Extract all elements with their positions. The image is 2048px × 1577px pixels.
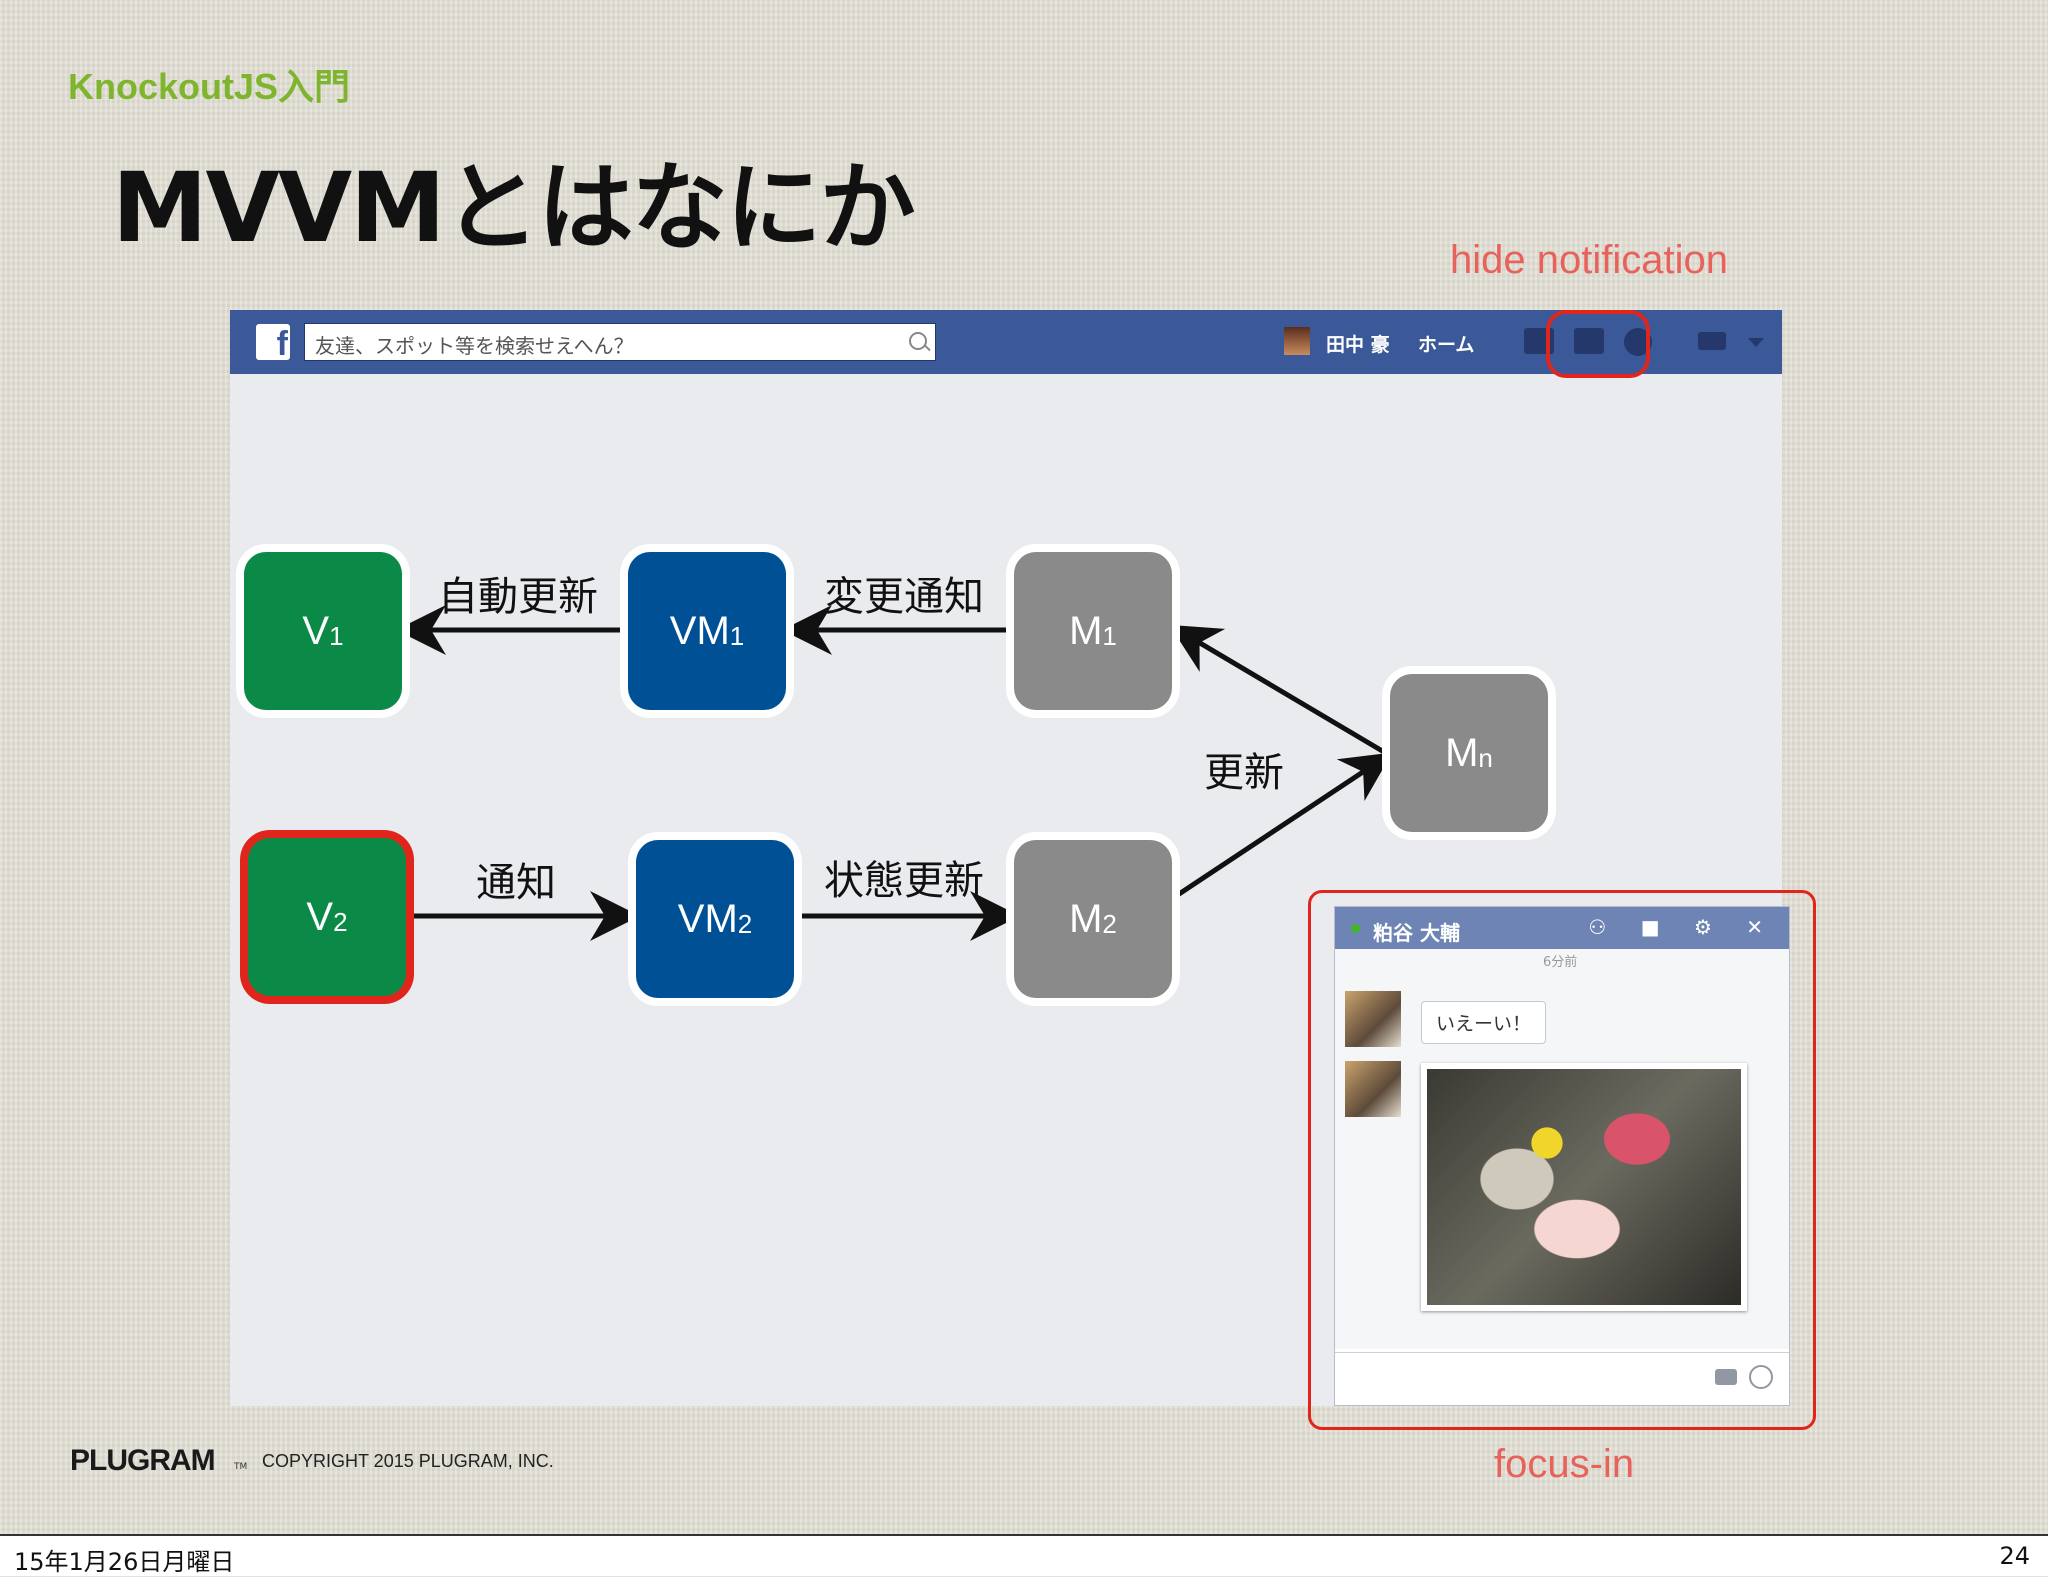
annotation-hide-notification: hide notification — [1450, 238, 1728, 282]
date-label: 15年1月26日月曜日 — [14, 1548, 235, 1576]
box-label: V — [306, 894, 334, 939]
box-label: M — [1069, 608, 1103, 653]
search-placeholder: 友達、スポット等を検索せえへん？ — [315, 334, 634, 358]
arrow-mn-to-m1 — [1169, 624, 1386, 755]
footer-logo: PLUGRAM — [70, 1444, 216, 1477]
box-subscript: n — [1478, 742, 1493, 773]
privacy-icon[interactable] — [1698, 332, 1726, 350]
box-subscript: 1 — [329, 620, 344, 651]
box-label: M — [1445, 730, 1479, 775]
chat-toolbar-icons[interactable]: ⚇ ■ ⚙ ✕ — [1588, 915, 1777, 939]
home-link[interactable]: ホーム — [1418, 334, 1475, 356]
search-input[interactable]: 友達、スポット等を検索せえへん？ — [304, 323, 936, 361]
caret-down-icon[interactable] — [1748, 338, 1764, 347]
box-label: VM — [669, 608, 730, 653]
avatar[interactable] — [1345, 1061, 1401, 1117]
shared-photo-image[interactable] — [1421, 1063, 1747, 1311]
annotation-focus-in: focus-in — [1494, 1442, 1635, 1486]
label-auto-update: 自動更新 — [438, 574, 598, 620]
box-label: M — [1069, 896, 1103, 941]
footer-copyright: COPYRIGHT 2015 PLUGRAM, INC. — [262, 1451, 554, 1471]
box-subscript: 2 — [333, 906, 348, 937]
profile-link[interactable]: 田中 豪 — [1326, 334, 1390, 356]
footer-trademark: TM — [234, 1462, 248, 1472]
messages-icon[interactable] — [1574, 328, 1604, 354]
online-status-icon — [1351, 924, 1360, 933]
chat-header[interactable]: 粕谷 大輔 ⚇ ■ ⚙ ✕ — [1335, 907, 1789, 949]
chat-contact-name[interactable]: 粕谷 大輔 — [1373, 921, 1460, 945]
highlight-notification-ring — [1546, 310, 1650, 378]
chat-window[interactable]: 粕谷 大輔 ⚇ ■ ⚙ ✕ 6分前 いえーい！ — [1334, 906, 1790, 1406]
facebook-logo-icon[interactable]: f — [256, 324, 290, 363]
search-icon[interactable] — [909, 332, 927, 350]
status-bar: 15年1月26日月曜日 24 — [0, 1534, 2048, 1576]
highlight-chat-ring — [1308, 890, 1816, 1430]
label-update: 更新 — [1204, 750, 1284, 796]
page-title: MVVMとはなにか — [112, 152, 916, 264]
label-notify: 通知 — [476, 860, 556, 906]
chat-message-bubble: いえーい！ — [1421, 1001, 1547, 1044]
box-subscript: 1 — [1102, 620, 1117, 651]
chat-timestamp: 6分前 — [1543, 955, 1578, 970]
arrow-m2-to-mn — [1174, 752, 1393, 899]
camera-icon[interactable] — [1715, 1369, 1737, 1385]
avatar[interactable] — [1284, 327, 1310, 355]
box-subscript: 1 — [729, 620, 745, 651]
slide: KnockoutJS入門 MVVMとはなにか hide notification… — [0, 0, 2048, 1534]
emoji-icon[interactable] — [1749, 1365, 1773, 1389]
label-change-notify: 変更通知 — [824, 574, 984, 620]
section-label: KnockoutJS入門 — [68, 66, 351, 107]
chat-input-field[interactable] — [1335, 1352, 1789, 1405]
avatar[interactable] — [1345, 991, 1401, 1047]
label-state-update: 状態更新 — [824, 858, 984, 904]
box-subscript: 2 — [737, 908, 753, 939]
box-label: VM — [677, 896, 738, 941]
box-subscript: 2 — [1102, 908, 1117, 939]
page-number: 24 — [1999, 1542, 2030, 1570]
box-label: V — [302, 608, 330, 653]
